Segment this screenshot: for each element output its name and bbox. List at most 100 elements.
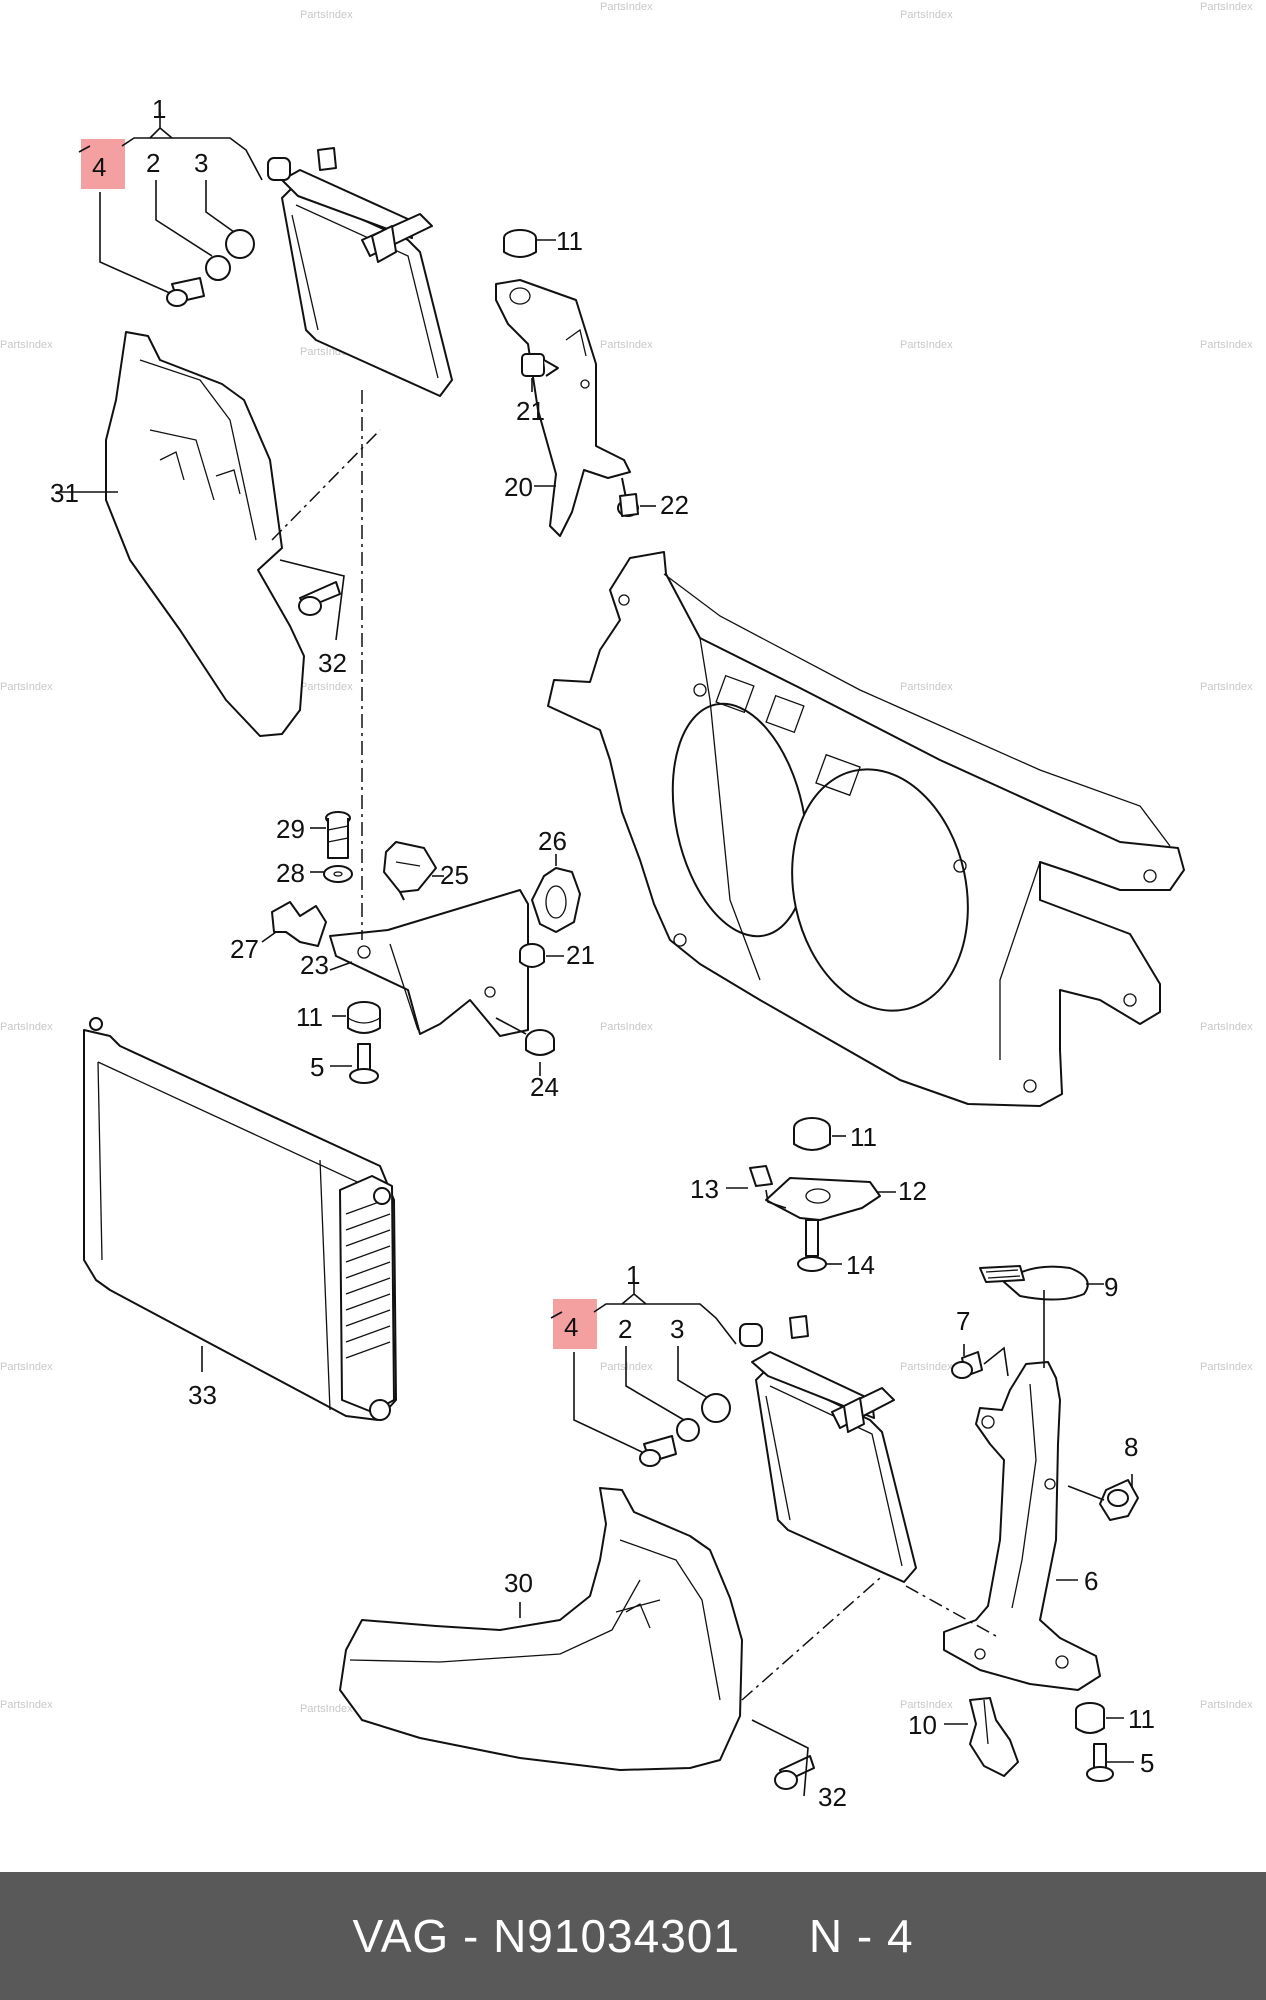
callout-31: 31 xyxy=(50,478,79,508)
watermark: PartsIndex xyxy=(1200,1361,1253,1373)
screw-32-top xyxy=(298,581,341,616)
callout-32: 32 xyxy=(318,648,347,678)
grommet-11-c xyxy=(793,1117,831,1151)
callout-10: 10 xyxy=(908,1710,937,1740)
grommet-11-a xyxy=(503,229,537,258)
callout-11: 11 xyxy=(556,226,583,256)
nut-21-b xyxy=(519,943,545,968)
watermark: PartsIndex xyxy=(300,9,353,21)
air-duct-31 xyxy=(105,331,305,737)
watermark: PartsIndex xyxy=(0,1021,53,1033)
grommet-11-d xyxy=(1075,1702,1105,1734)
watermark: PartsIndex xyxy=(1200,681,1253,693)
bracket-23 xyxy=(329,889,529,1037)
callout-21: 21 xyxy=(516,396,545,426)
callout-23: 23 xyxy=(300,950,329,980)
grommet-3-bottom xyxy=(701,1393,731,1423)
nut-13 xyxy=(749,1165,773,1187)
watermark: PartsIndex xyxy=(300,1703,353,1715)
watermark: PartsIndex xyxy=(600,1,653,13)
watermarks: PartsIndex PartsIndex PartsIndex PartsIn… xyxy=(0,1,1253,1715)
watermark: PartsIndex xyxy=(600,339,653,351)
callout-11: 11 xyxy=(1128,1704,1155,1734)
callout-3: 3 xyxy=(670,1314,684,1344)
clip-10 xyxy=(969,1697,1019,1777)
bolt-4-top xyxy=(166,277,205,307)
washer-2-bottom xyxy=(676,1418,700,1442)
callout-14: 14 xyxy=(846,1250,875,1280)
callout-labels: 1 2 3 4 11 21 20 22 31 32 29 28 25 26 27… xyxy=(50,94,1155,1812)
callout-29: 29 xyxy=(276,814,305,844)
part-number-footer: VAG - N91034301 N - 4 xyxy=(0,1872,1266,2000)
callout-25: 25 xyxy=(440,860,469,890)
washer-28 xyxy=(323,865,353,883)
footer-text: VAG - N91034301 N - 4 xyxy=(352,1909,913,1963)
callout-8: 8 xyxy=(1124,1432,1138,1462)
bolt-29 xyxy=(325,811,351,859)
nut-24 xyxy=(525,1029,555,1056)
callout-5: 5 xyxy=(1140,1748,1154,1778)
callout-3: 3 xyxy=(194,148,208,178)
callout-1: 1 xyxy=(152,94,166,124)
grommet-3-top xyxy=(225,229,255,259)
callout-1: 1 xyxy=(626,1260,640,1290)
watermark: PartsIndex xyxy=(1200,339,1253,351)
watermark: PartsIndex xyxy=(1200,1699,1253,1711)
watermark: PartsIndex xyxy=(0,339,53,351)
highlight-part-4-bottom xyxy=(553,1299,597,1349)
screw-5-a xyxy=(349,1043,379,1084)
callout-7: 7 xyxy=(956,1306,970,1336)
brand-name: VAG xyxy=(352,1910,450,1962)
callout-11: 11 xyxy=(850,1122,877,1152)
diagram-position: N - 4 xyxy=(808,1910,914,1962)
callout-24: 24 xyxy=(530,1072,559,1102)
callout-32: 32 xyxy=(818,1782,847,1812)
callout-2: 2 xyxy=(146,148,160,178)
watermark: PartsIndex xyxy=(1200,1,1253,13)
watermark: PartsIndex xyxy=(1200,1021,1253,1033)
bracket-12 xyxy=(765,1177,881,1221)
hose-clamp-9 xyxy=(979,1265,1089,1301)
callout-12: 12 xyxy=(898,1176,927,1206)
parts-diagram: PartsIndex PartsIndex PartsIndex PartsIn… xyxy=(0,1,1253,1812)
screw-32-bottom xyxy=(774,1755,815,1790)
watermark: PartsIndex xyxy=(0,1361,53,1373)
callout-22: 22 xyxy=(660,490,689,520)
screw-14 xyxy=(797,1219,827,1272)
watermark: PartsIndex xyxy=(900,1699,953,1711)
callout-4: 4 xyxy=(564,1312,578,1342)
part-number: N91034301 xyxy=(493,1910,740,1962)
watermark: PartsIndex xyxy=(900,681,953,693)
callout-4: 4 xyxy=(92,152,106,182)
washer-2-top xyxy=(205,255,231,281)
callout-2: 2 xyxy=(618,1314,632,1344)
bolt-4-bottom xyxy=(639,1435,677,1467)
watermark: PartsIndex xyxy=(0,1699,53,1711)
clip-8 xyxy=(1099,1479,1139,1521)
callout-28: 28 xyxy=(276,858,305,888)
callout-33: 33 xyxy=(188,1380,217,1410)
callout-9: 9 xyxy=(1104,1272,1118,1302)
callout-6: 6 xyxy=(1084,1566,1098,1596)
screw-5-b xyxy=(1086,1743,1114,1782)
callout-26: 26 xyxy=(538,826,567,856)
callout-13: 13 xyxy=(690,1174,719,1204)
separator: - xyxy=(449,1910,494,1962)
callout-5: 5 xyxy=(310,1052,324,1082)
bracket-20 xyxy=(495,279,631,537)
callout-21: 21 xyxy=(566,940,595,970)
spacer xyxy=(740,1910,809,1962)
watermark: PartsIndex xyxy=(0,681,53,693)
callout-20: 20 xyxy=(504,472,533,502)
auxiliary-cooler-top xyxy=(267,147,453,397)
callout-30: 30 xyxy=(504,1568,533,1598)
watermark: PartsIndex xyxy=(600,1021,653,1033)
screw-22 xyxy=(617,477,639,517)
clip-27 xyxy=(271,901,327,947)
clamp-26 xyxy=(531,867,581,933)
nut-21-a xyxy=(521,353,559,377)
watermark: PartsIndex xyxy=(900,9,953,21)
bracket-6 xyxy=(943,1361,1101,1691)
radiator-33 xyxy=(83,1017,397,1421)
callout-27: 27 xyxy=(230,934,259,964)
